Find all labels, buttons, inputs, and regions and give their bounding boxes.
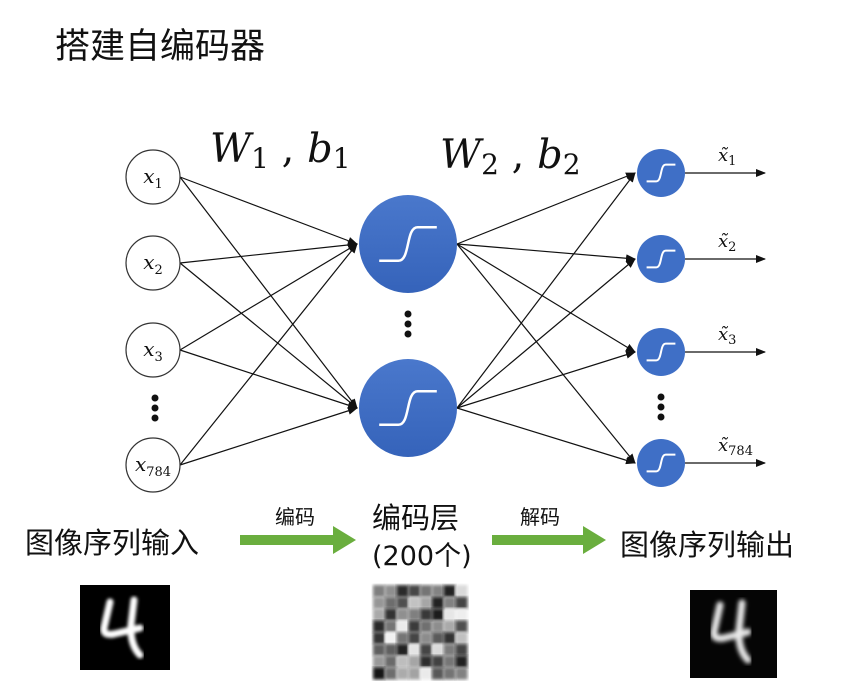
output-digit-image <box>690 590 777 678</box>
encode-label: 编码 <box>275 505 315 529</box>
edge-hidden-1-output-1 <box>456 172 636 245</box>
edge-input-2-hidden-2 <box>179 262 358 409</box>
svg-text:x̃1: x̃1 <box>718 145 736 169</box>
connections <box>179 172 636 466</box>
code-layer-size: (200个) <box>372 541 472 572</box>
svg-text:x1: x1 <box>143 164 163 192</box>
edge-input-4-hidden-1 <box>179 243 358 466</box>
input-node-1: x1 <box>125 149 181 205</box>
sigmoid-icon <box>379 389 437 427</box>
edge-hidden-2-output-2 <box>456 258 636 409</box>
input-node-4: x784 <box>125 437 181 493</box>
edge-hidden-2-output-4 <box>456 407 636 465</box>
sigmoid-icon <box>646 163 676 183</box>
output-label: 图像序列输出 <box>620 528 794 562</box>
decode-arrow <box>492 526 606 554</box>
edge-input-4-hidden-2 <box>179 406 358 466</box>
weights-label-2: W2 , b2 <box>440 132 581 181</box>
svg-text:x̃784: x̃784 <box>718 435 753 459</box>
hidden-node-2 <box>359 359 457 457</box>
input-node-3: x3 <box>125 322 181 378</box>
svg-text:W2 , b2: W2 , b2 <box>440 132 581 181</box>
input-ellipsis <box>151 394 159 422</box>
weights-label-1: W1 , b1 <box>210 126 351 175</box>
svg-text:x̃2: x̃2 <box>718 231 736 255</box>
sigmoid-icon <box>379 225 437 263</box>
sigmoid-icon <box>646 453 676 473</box>
edge-input-3-hidden-1 <box>179 243 358 351</box>
svg-text:x3: x3 <box>143 337 163 365</box>
svg-text:x2: x2 <box>143 250 163 278</box>
svg-text:W1 , b1: W1 , b1 <box>210 126 351 175</box>
edge-input-1-hidden-2 <box>179 176 358 409</box>
code-layer-image <box>373 585 468 680</box>
edge-hidden-1-output-4 <box>456 243 636 464</box>
svg-text:x784: x784 <box>135 452 171 480</box>
edge-hidden-1-output-3 <box>456 243 636 353</box>
sigmoid-icon <box>646 249 676 269</box>
edge-input-1-hidden-1 <box>179 176 358 245</box>
svg-text:x̃3: x̃3 <box>718 324 736 348</box>
hidden-ellipsis <box>404 310 412 338</box>
edge-hidden-2-output-3 <box>456 350 636 409</box>
input-digit-image <box>80 585 170 670</box>
decode-label: 解码 <box>520 505 560 529</box>
output-node-4: x̃784 <box>637 435 766 487</box>
hidden-node-1 <box>359 195 457 293</box>
edge-input-3-hidden-2 <box>179 349 358 409</box>
sigmoid-icon <box>646 342 676 362</box>
output-ellipsis <box>657 393 665 421</box>
edge-hidden-2-output-1 <box>456 172 636 409</box>
output-node-3: x̃3 <box>637 324 766 376</box>
encode-arrow <box>240 526 356 554</box>
input-label: 图像序列输入 <box>25 526 199 560</box>
output-node-1: x̃1 <box>637 145 766 197</box>
edge-hidden-1-output-2 <box>456 243 636 263</box>
input-node-2: x2 <box>125 235 181 291</box>
output-node-2: x̃2 <box>637 231 766 283</box>
edge-input-2-hidden-1 <box>179 240 358 264</box>
code-layer-label: 编码层 <box>372 501 459 535</box>
page-title: 搭建自编码器 <box>55 27 265 67</box>
